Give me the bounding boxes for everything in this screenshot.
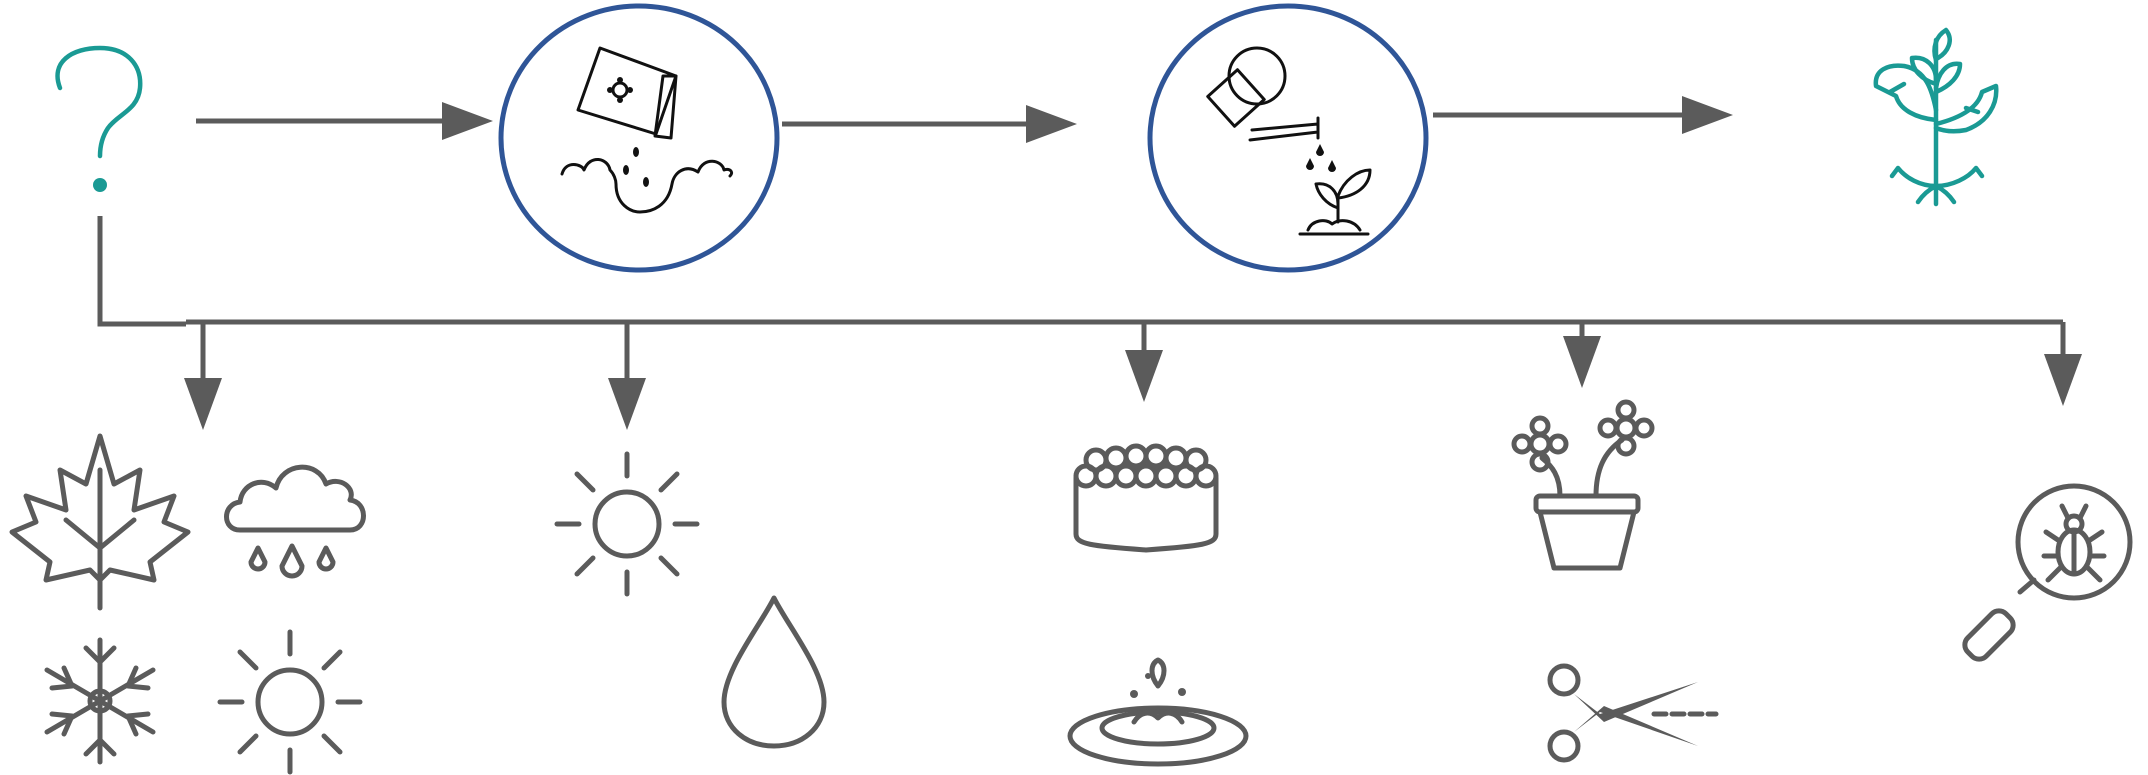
factor-group-sun-water [554, 451, 827, 749]
factor-group-weather [9, 433, 366, 775]
step-circle-watering [1147, 3, 1429, 273]
pest-inspection-magnifier-icon [1962, 483, 2133, 662]
arrow-step2-to-end [1433, 96, 1733, 134]
factor-group-potting [1511, 399, 1719, 763]
arrow-start-to-step1 [196, 102, 493, 140]
maple-leaf-icon [9, 433, 191, 611]
factor-group-pests [1962, 483, 2133, 662]
arrow-step1-to-step2 [782, 105, 1077, 143]
water-ripple-icon [1067, 657, 1249, 767]
step-circle-sowing [498, 3, 780, 273]
flow-arrows [196, 96, 1733, 143]
flower-pot-icon [1511, 399, 1655, 571]
sun-icon [554, 451, 700, 597]
factor-group-soil [1067, 443, 1249, 767]
snowflake-icon [44, 637, 156, 765]
watering-can-seedling-icon [1206, 46, 1372, 236]
branch-connectors [97, 216, 2082, 430]
question-mark-icon [55, 45, 143, 192]
sun-icon [217, 629, 363, 775]
scissors-icon [1547, 663, 1719, 763]
rain-cloud-icon [224, 464, 366, 579]
water-drop-icon [721, 595, 827, 749]
plant-with-roots-icon [1873, 27, 1999, 207]
seed-packet-sowing-icon [560, 46, 734, 214]
soil-pot-icon [1073, 443, 1219, 553]
